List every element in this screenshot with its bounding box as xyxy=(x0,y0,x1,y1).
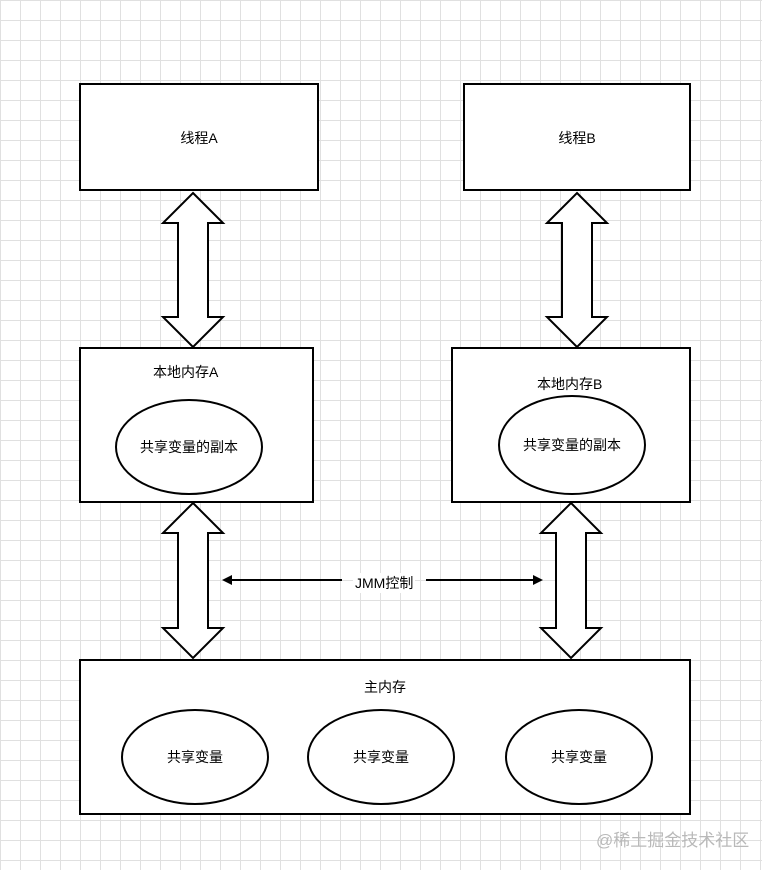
watermark: @稀土掘金技术社区 xyxy=(596,831,750,850)
local-a-copy-ellipse: 共享变量的副本 xyxy=(115,399,263,495)
shared-variable-label: 共享变量 xyxy=(353,749,409,765)
local-a-copy-label: 共享变量的副本 xyxy=(140,439,238,455)
main-memory-label: 主内存 xyxy=(364,679,406,695)
shared-variable-label: 共享变量 xyxy=(551,749,607,765)
local-b-copy-ellipse: 共享变量的副本 xyxy=(498,395,646,495)
thread-a-box: 线程A xyxy=(79,83,319,191)
main-memory-box: 主内存 共享变量 共享变量 共享变量 xyxy=(79,659,691,815)
jmm-control-label: JMM控制 xyxy=(353,573,416,593)
double-arrow-thread-b-local-b xyxy=(544,191,610,349)
shared-variable-ellipse-1: 共享变量 xyxy=(121,709,269,805)
shared-variable-ellipse-3: 共享变量 xyxy=(505,709,653,805)
shared-variable-label: 共享变量 xyxy=(167,749,223,765)
thread-b-label: 线程B xyxy=(558,130,596,146)
local-memory-b-box: 本地内存B 共享变量的副本 xyxy=(451,347,691,503)
double-arrow-local-b-main xyxy=(538,501,604,660)
local-b-copy-label: 共享变量的副本 xyxy=(523,437,621,453)
thread-a-label: 线程A xyxy=(180,130,218,146)
local-memory-b-label: 本地内存B xyxy=(537,376,603,392)
thread-b-box: 线程B xyxy=(463,83,691,191)
local-memory-a-label: 本地内存A xyxy=(153,364,219,380)
double-arrow-local-a-main xyxy=(160,501,226,660)
local-memory-a-box: 本地内存A 共享变量的副本 xyxy=(79,347,314,503)
shared-variable-ellipse-2: 共享变量 xyxy=(307,709,455,805)
double-arrow-thread-a-local-a xyxy=(160,191,226,349)
